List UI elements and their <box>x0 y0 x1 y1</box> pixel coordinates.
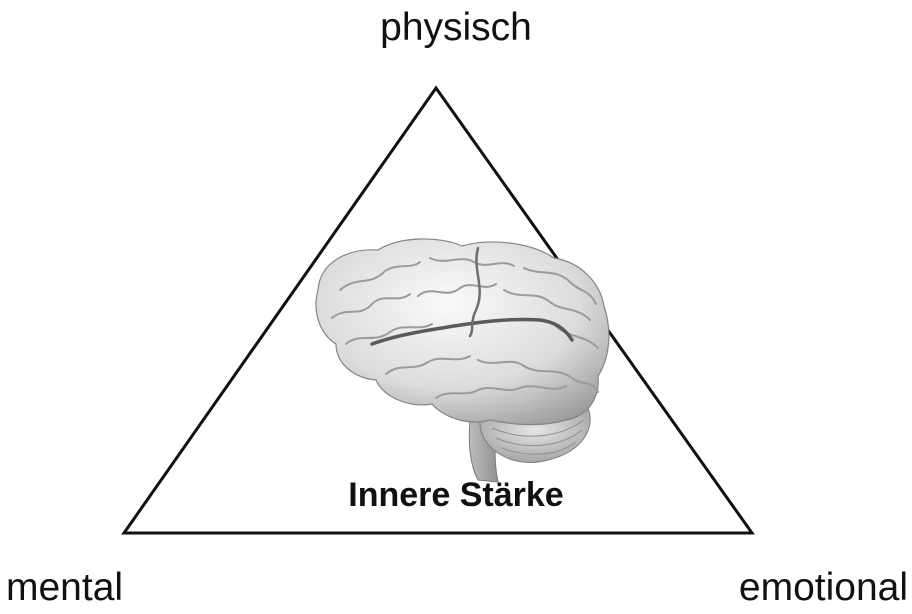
center-label-innere-staerke: Innere Stärke <box>0 478 912 512</box>
label-physisch: physisch <box>0 8 912 47</box>
brain-icon <box>316 239 609 482</box>
label-emotional: emotional <box>739 568 908 607</box>
label-mental: mental <box>6 568 123 607</box>
